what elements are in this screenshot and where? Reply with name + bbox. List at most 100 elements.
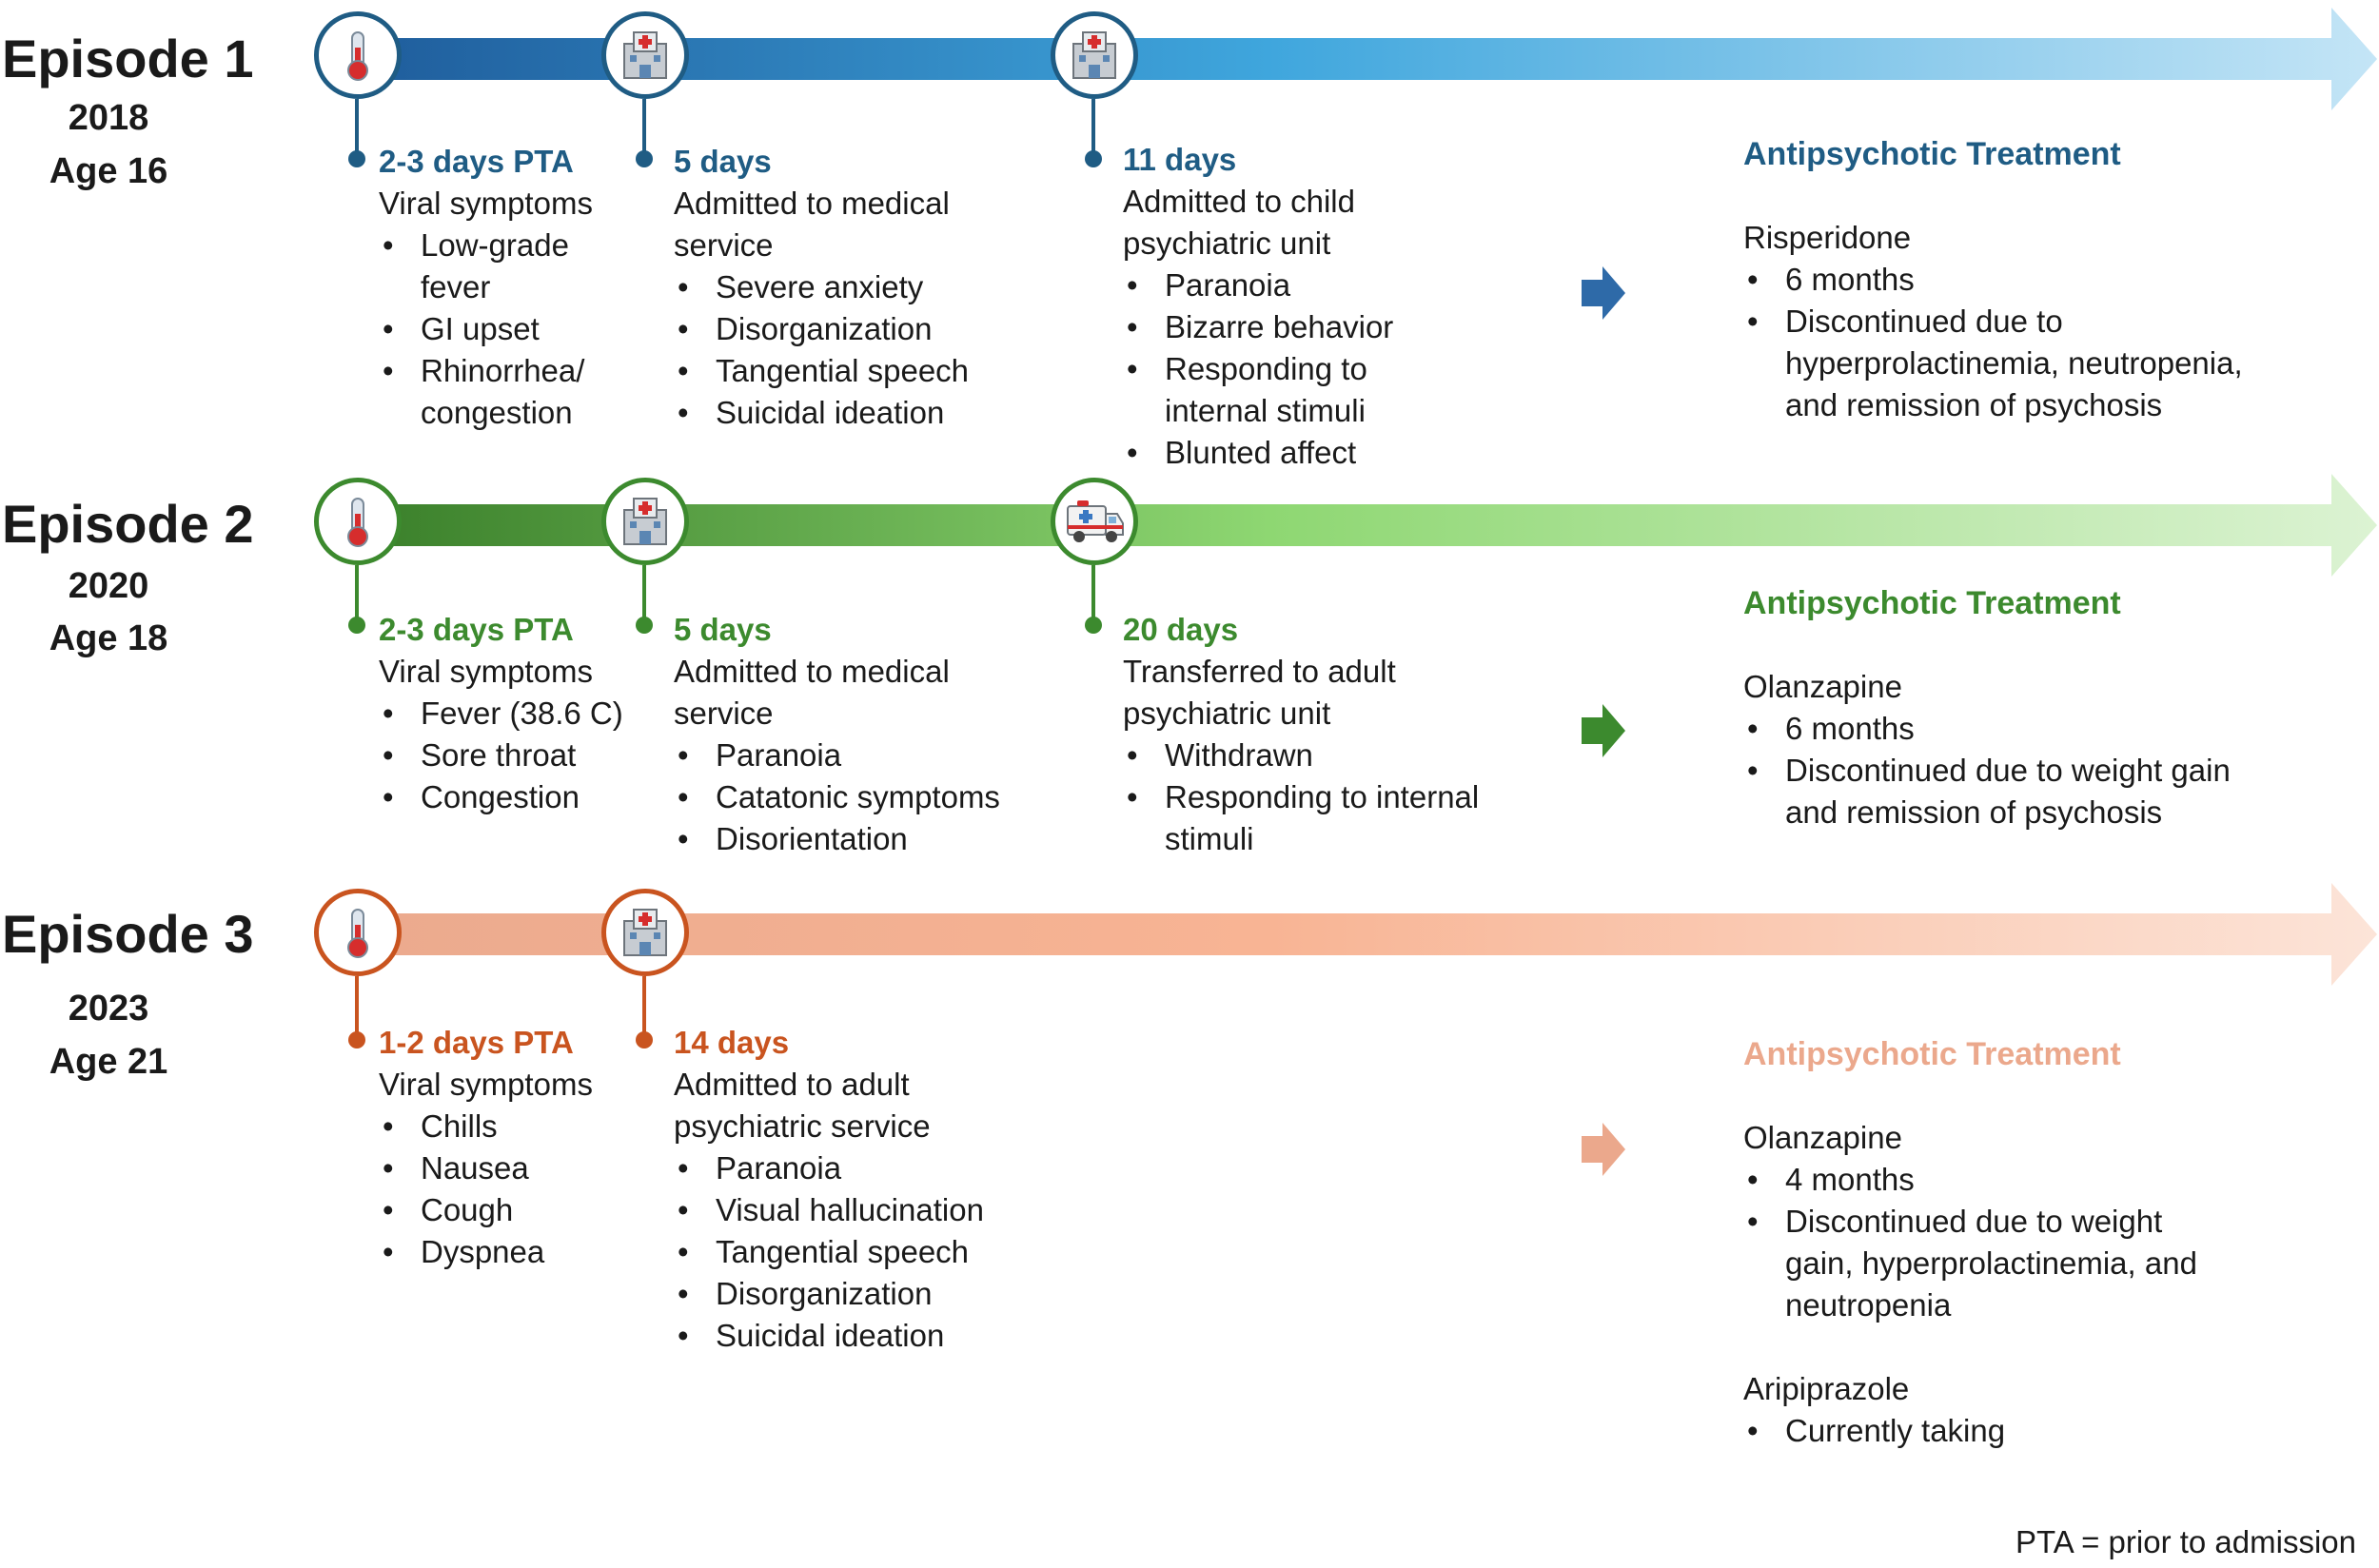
symptom-item: Sore throat [379, 735, 664, 776]
event-description: Transferred to adult psychiatric unit [1123, 654, 1396, 731]
event-block: 5 days Admitted to medical service Paran… [674, 609, 1073, 860]
episode-year: 2020 [68, 566, 149, 606]
event-description: Viral symptoms [379, 186, 593, 221]
symptom-item: Low-grade fever [379, 225, 645, 308]
symptom-item: Paranoia [1123, 265, 1437, 306]
connector-line [642, 565, 646, 622]
symptom-item: Severe anxiety [674, 266, 1054, 308]
event-description: Viral symptoms [379, 654, 593, 689]
connector-line [355, 99, 359, 156]
connector-dot [1085, 617, 1102, 634]
connector-line [1091, 565, 1095, 622]
treatment-item: Discontinued due to weight gain, hyperpr… [1743, 1201, 2238, 1326]
treatment-item: Currently taking [1743, 1410, 2276, 1452]
event-block: 5 days Admitted to medical service Sever… [674, 141, 1054, 434]
episode-year: 2018 [68, 98, 149, 138]
event-time: 2-3 days PTA [379, 144, 574, 179]
connector-line [1091, 99, 1095, 156]
event-description: Admitted to adult psychiatric service [674, 1067, 931, 1144]
treatment-item: Discontinued due to weight gain and remi… [1743, 750, 2238, 833]
treatment-title: Antipsychotic Treatment [1743, 1036, 2121, 1072]
treatment-block: Antipsychotic Treatment Olanzapine 4 mon… [1743, 1033, 2276, 1452]
episode-title: Episode 2 [2, 494, 254, 554]
event-description: Admitted to medical service [674, 654, 950, 731]
connector-dot [348, 150, 365, 167]
symptom-item: Disorientation [674, 818, 1073, 860]
drug-name: Olanzapine [1743, 669, 1902, 704]
treatment-block: Antipsychotic Treatment Olanzapine 6 mon… [1743, 582, 2276, 833]
event-time: 5 days [674, 612, 772, 647]
timeline-arrow [362, 8, 2377, 110]
connector-dot [636, 617, 653, 634]
symptom-item: Rhinorrhea/ congestion [379, 350, 645, 434]
treatment-title: Antipsychotic Treatment [1743, 585, 2121, 621]
event-block: 2-3 days PTA Viral symptoms Fever (38.6 … [379, 609, 664, 818]
ambulance-icon [1051, 478, 1138, 565]
thermometer-icon [314, 889, 402, 976]
symptom-item: Cough [379, 1189, 655, 1231]
connector-line [355, 976, 359, 1037]
hospital-icon [601, 478, 689, 565]
symptom-item: Fever (38.6 C) [379, 693, 664, 735]
event-time: 1-2 days PTA [379, 1025, 574, 1060]
symptom-item: Paranoia [674, 735, 1073, 776]
symptom-item: Responding to internal stimuli [1123, 348, 1437, 432]
event-block: 11 days Admitted to child psychiatric un… [1123, 139, 1437, 474]
event-block: 1-2 days PTA Viral symptoms Chills Nause… [379, 1022, 655, 1273]
timeline-arrow [362, 883, 2377, 986]
symptom-item: Chills [379, 1106, 655, 1147]
symptom-item: Tangential speech [674, 350, 1054, 392]
episode-year: 2023 [68, 989, 149, 1029]
drug-name: Aripiprazole [1743, 1371, 1910, 1406]
symptom-item: Blunted affect [1123, 432, 1437, 474]
connector-line [355, 565, 359, 622]
symptom-item: Withdrawn [1123, 735, 1532, 776]
event-description: Viral symptoms [379, 1067, 593, 1102]
connector-dot [348, 617, 365, 634]
event-time: 14 days [674, 1025, 790, 1060]
treatment-item: 4 months [1743, 1159, 2238, 1201]
symptom-item: Tangential speech [674, 1231, 1083, 1273]
symptom-item: Disorganization [674, 1273, 1083, 1315]
timeline-arrow [362, 474, 2377, 577]
footnote: PTA = prior to admission [2015, 1524, 2356, 1559]
connector-dot [636, 150, 653, 167]
drug-name: Olanzapine [1743, 1120, 1902, 1155]
treatment-title: Antipsychotic Treatment [1743, 136, 2121, 172]
connector-line [642, 99, 646, 156]
connector-line [642, 976, 646, 1037]
connector-dot [348, 1031, 365, 1049]
event-description: Admitted to medical service [674, 186, 950, 263]
symptom-item: GI upset [379, 308, 645, 350]
event-time: 2-3 days PTA [379, 612, 574, 647]
drug-name: Risperidone [1743, 220, 1912, 255]
connector-dot [1085, 150, 1102, 167]
symptom-item: Dyspnea [379, 1231, 655, 1273]
episode-age: Age 18 [49, 618, 168, 658]
symptom-item: Congestion [379, 776, 664, 818]
episode-age: Age 16 [49, 151, 168, 191]
thermometer-icon [314, 478, 402, 565]
episode-title: Episode 3 [2, 904, 254, 964]
right-arrow-icon [1582, 266, 1625, 320]
symptom-item: Visual hallucination [674, 1189, 1083, 1231]
event-time: 20 days [1123, 612, 1239, 647]
treatment-item: 6 months [1743, 259, 2257, 301]
hospital-icon [601, 889, 689, 976]
symptom-item: Nausea [379, 1147, 655, 1189]
event-block: 14 days Admitted to adult psychiatric se… [674, 1022, 1083, 1357]
symptom-item: Bizarre behavior [1123, 306, 1437, 348]
hospital-icon [1051, 11, 1138, 99]
event-time: 5 days [674, 144, 772, 179]
symptom-item: Suicidal ideation [674, 1315, 1083, 1357]
event-block: 2-3 days PTA Viral symptoms Low-grade fe… [379, 141, 645, 434]
symptom-item: Responding to internal stimuli [1123, 776, 1532, 860]
thermometer-icon [314, 11, 402, 99]
event-block: 20 days Transferred to adult psychiatric… [1123, 609, 1532, 860]
episode-title: Episode 1 [2, 29, 254, 88]
treatment-item: 6 months [1743, 708, 2238, 750]
symptom-item: Disorganization [674, 308, 1054, 350]
treatment-item: Discontinued due to hyperprolactinemia, … [1743, 301, 2257, 426]
right-arrow-icon [1582, 704, 1625, 757]
right-arrow-icon [1582, 1123, 1625, 1176]
